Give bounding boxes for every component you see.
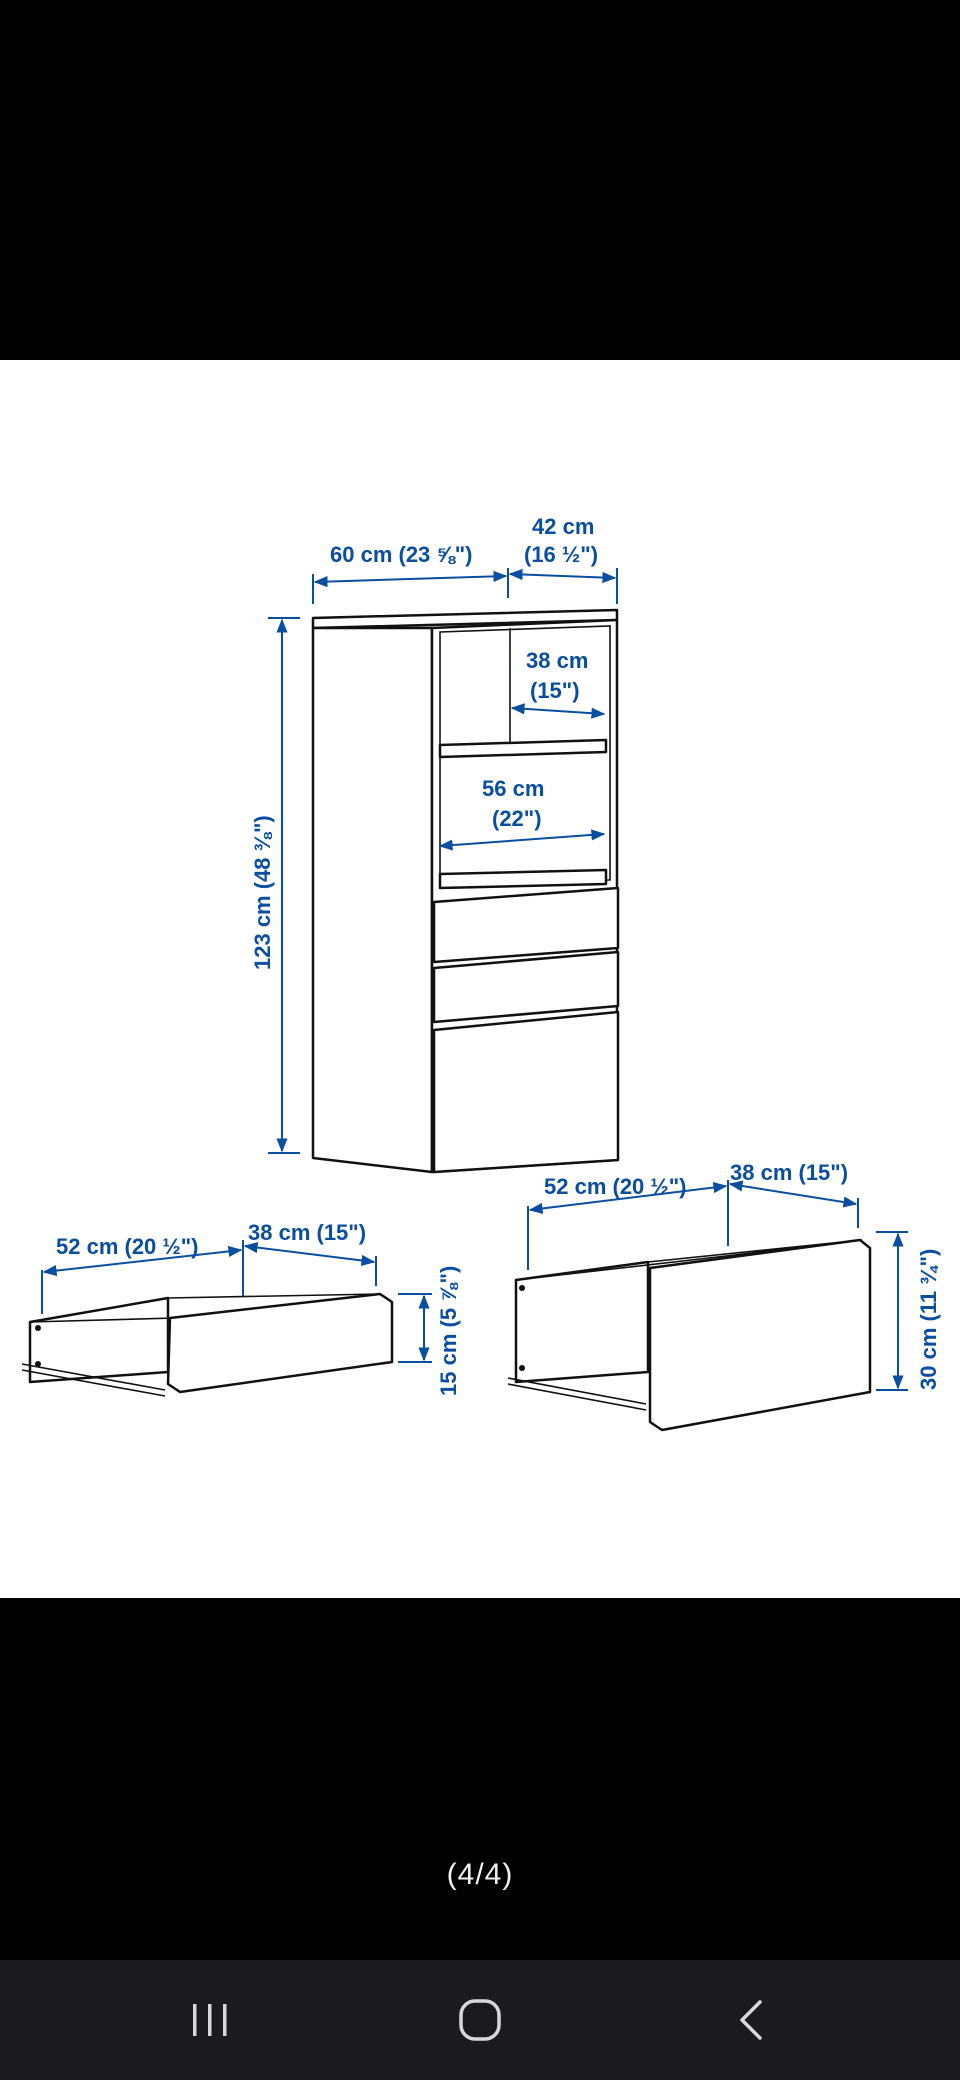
small-drawer-width-label: 52 cm (20 ½") <box>56 1234 199 1259</box>
shelf-depth-label-line2: (15") <box>530 678 580 703</box>
recent-apps-icon <box>193 2004 227 2036</box>
cabinet-depth-label-line1: 42 cm <box>532 514 594 539</box>
small-drawer-dimensions: 52 cm (20 ½") 38 cm (15") 15 cm (5 ⅞") <box>41 1220 461 1396</box>
small-drawer-height-label: 15 cm (5 ⅞") <box>436 1266 461 1396</box>
home-button[interactable] <box>420 1960 540 2080</box>
back-button[interactable] <box>690 1960 810 2080</box>
large-drawer-depth-label: 38 cm (15") <box>730 1160 848 1185</box>
shelf-depth-label-line1: 38 cm <box>526 648 588 673</box>
cabinet-height-label: 123 cm (48 ⅜") <box>250 815 275 970</box>
cabinet-width-label: 60 cm (23 ⅝") <box>330 542 473 567</box>
inner-width-label-line1: 56 cm <box>482 776 544 801</box>
large-drawer-height-label: 30 cm (11 ¾") <box>916 1249 941 1390</box>
home-icon <box>459 1999 501 2041</box>
cabinet-dimensions: 60 cm (23 ⅝") 42 cm (16 ½") 38 cm (15") … <box>250 514 618 1154</box>
cabinet-depth-label-line2: (16 ½") <box>524 542 598 567</box>
back-icon <box>740 2000 762 2040</box>
large-drawer-drawing <box>507 1238 872 1432</box>
recent-apps-button[interactable] <box>150 1960 270 2080</box>
page-counter: (4/4) <box>446 1858 514 1891</box>
cabinet-drawing <box>311 608 620 1174</box>
system-navigation-bar <box>0 1960 960 2080</box>
inner-width-label-line2: (22") <box>492 806 542 831</box>
product-dimension-image: 60 cm (23 ⅝") 42 cm (16 ½") 38 cm (15") … <box>0 360 960 1598</box>
small-drawer-depth-label: 38 cm (15") <box>248 1220 366 1245</box>
large-drawer-dimensions: 52 cm (20 ½") 38 cm (15") 30 cm (11 ¾") <box>527 1160 941 1391</box>
small-drawer-drawing <box>21 1292 394 1397</box>
dimension-diagram: 60 cm (23 ⅝") 42 cm (16 ½") 38 cm (15") … <box>21 514 941 1432</box>
large-drawer-width-label: 52 cm (20 ½") <box>544 1174 687 1199</box>
